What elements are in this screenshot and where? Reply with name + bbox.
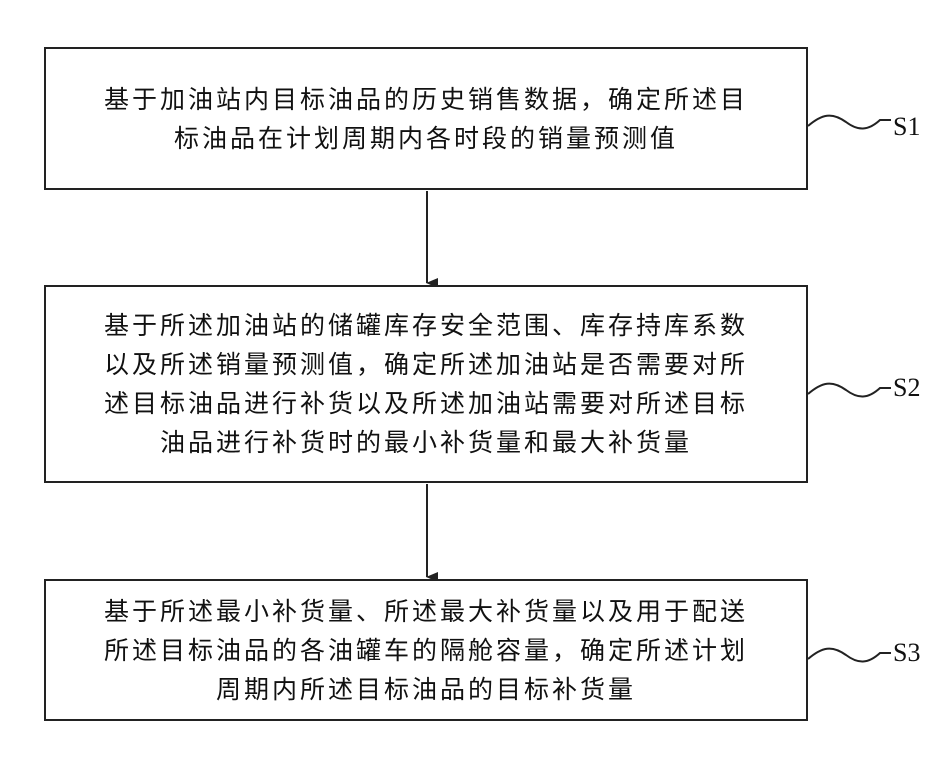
step-label-s1: S1	[893, 114, 920, 140]
leader-line-s2	[808, 384, 891, 397]
step-box-s3: 基于所述最小补货量、所述最大补货量以及用于配送 所述目标油品的各油罐车的隔舱容量…	[44, 579, 808, 721]
step-s1-line-1: 基于加油站内目标油品的历史销售数据，确定所述目	[104, 80, 748, 119]
step-label-s2: S2	[893, 375, 920, 401]
step-text-s3: 基于所述最小补货量、所述最大补货量以及用于配送 所述目标油品的各油罐车的隔舱容量…	[104, 592, 748, 709]
step-s3-line-3: 周期内所述目标油品的目标补货量	[104, 670, 748, 709]
step-s3-line-2: 所述目标油品的各油罐车的隔舱容量，确定所述计划	[104, 631, 748, 670]
step-text-s2: 基于所述加油站的储罐库存安全范围、库存持库系数 以及所述销量预测值，确定所述加油…	[104, 306, 748, 462]
step-box-s1: 基于加油站内目标油品的历史销售数据，确定所述目 标油品在计划周期内各时段的销量预…	[44, 47, 808, 190]
step-s1-line-2: 标油品在计划周期内各时段的销量预测值	[104, 119, 748, 158]
step-s2-line-2: 以及所述销量预测值，确定所述加油站是否需要对所	[104, 345, 748, 384]
step-label-s3: S3	[893, 640, 920, 666]
leader-line-s1	[808, 116, 891, 129]
step-s3-line-1: 基于所述最小补货量、所述最大补货量以及用于配送	[104, 592, 748, 631]
step-s2-line-3: 述目标油品进行补货以及所述加油站需要对所述目标	[104, 384, 748, 423]
step-box-s2: 基于所述加油站的储罐库存安全范围、库存持库系数 以及所述销量预测值，确定所述加油…	[44, 285, 808, 483]
step-text-s1: 基于加油站内目标油品的历史销售数据，确定所述目 标油品在计划周期内各时段的销量预…	[104, 80, 748, 158]
step-s2-line-1: 基于所述加油站的储罐库存安全范围、库存持库系数	[104, 306, 748, 345]
step-s2-line-4: 油品进行补货时的最小补货量和最大补货量	[104, 423, 748, 462]
leader-line-s3	[808, 649, 891, 662]
